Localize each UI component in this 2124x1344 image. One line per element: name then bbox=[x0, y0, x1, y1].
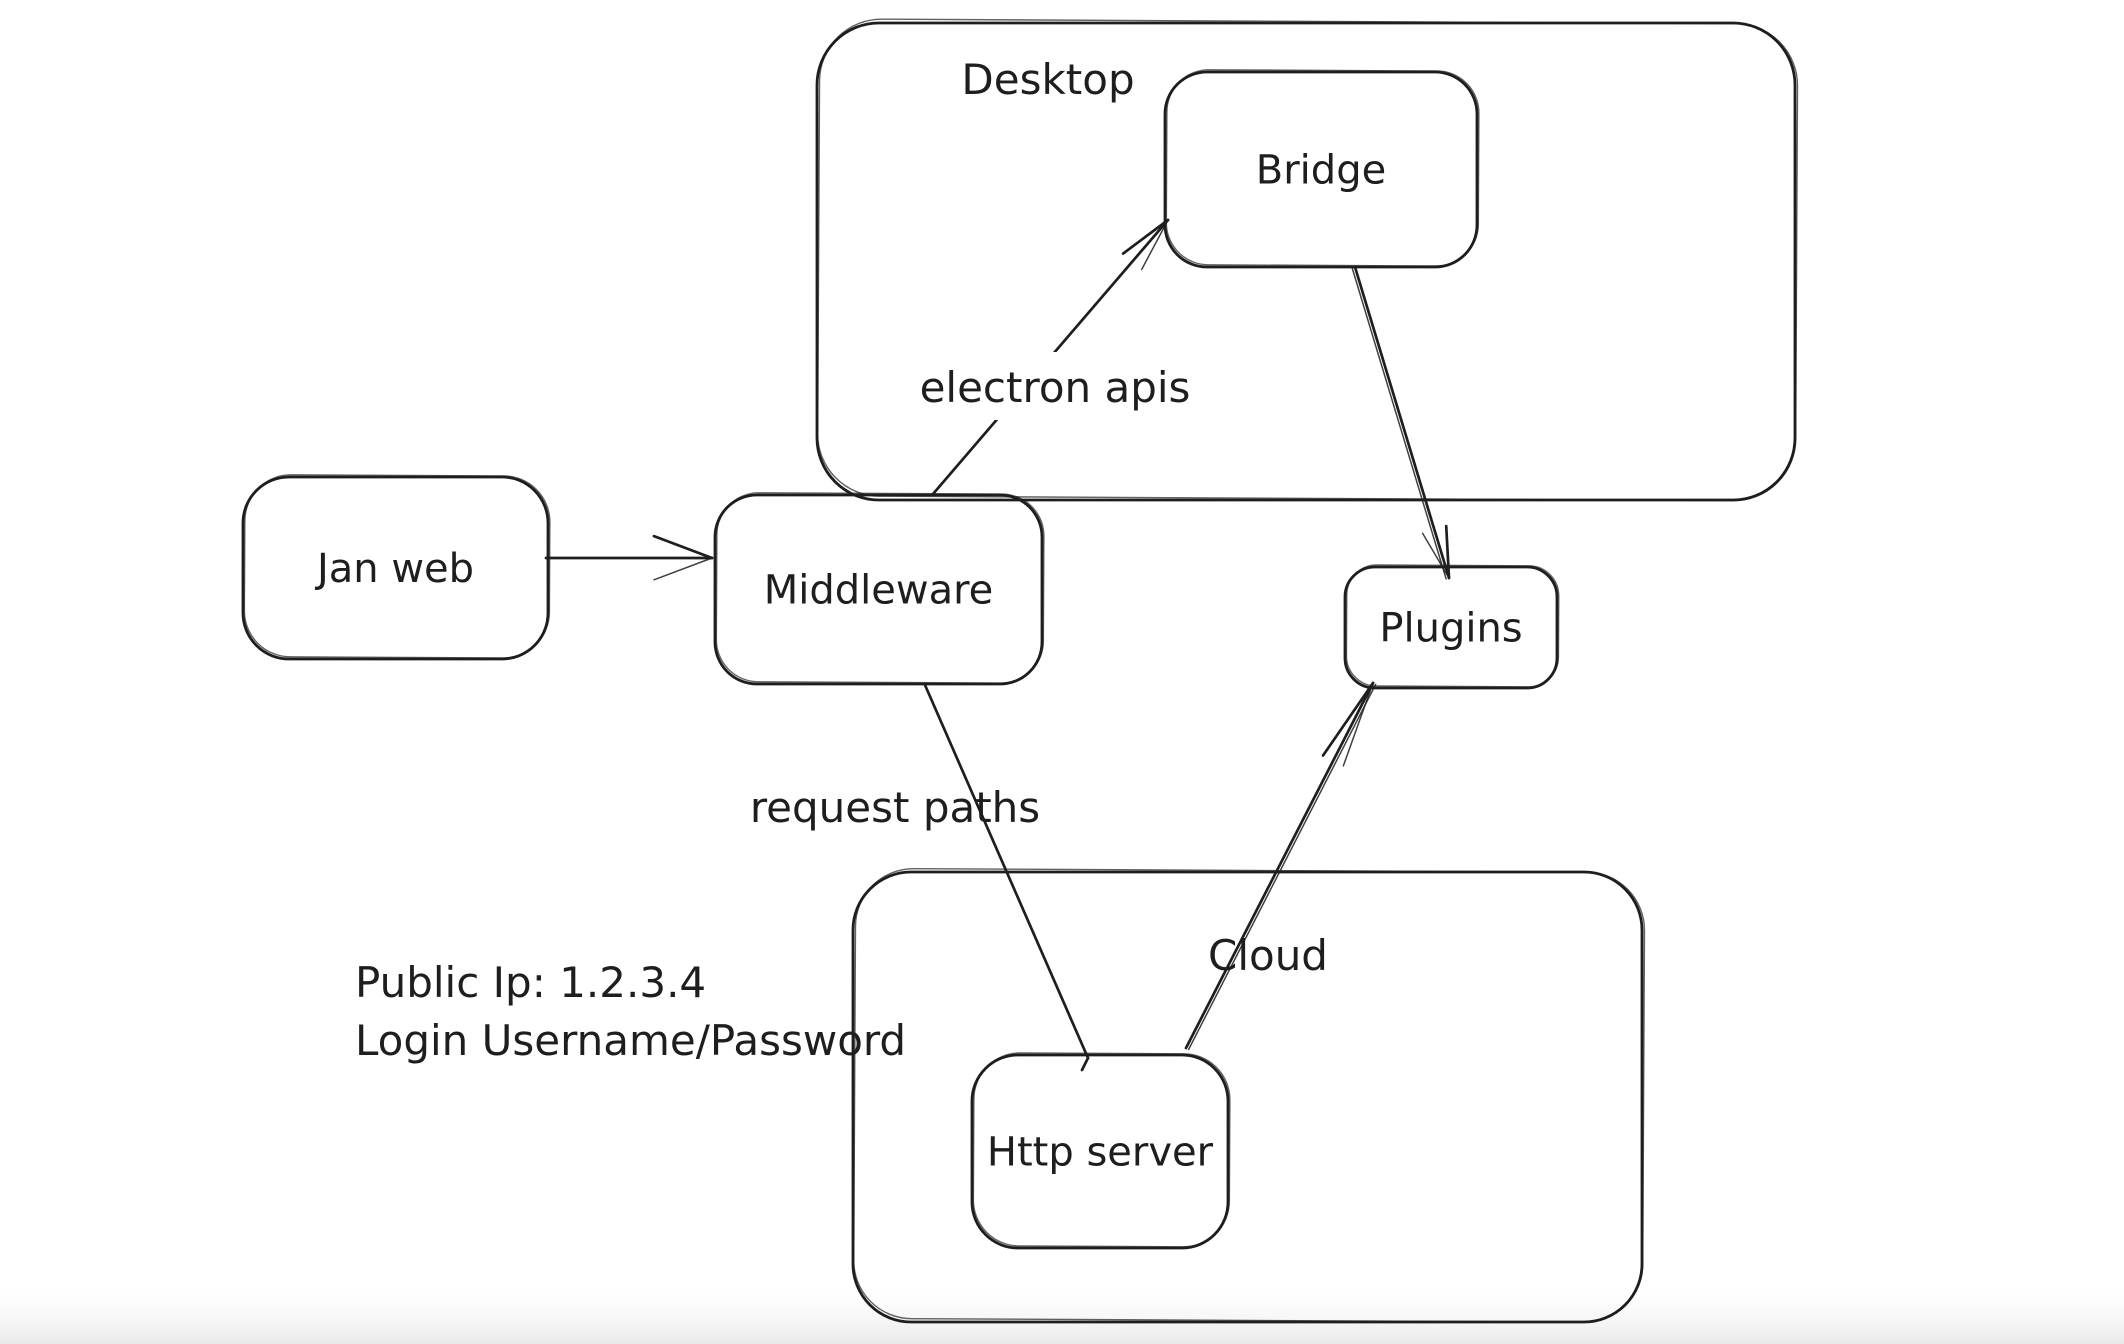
container-desktop[interactable]: Desktop bbox=[815, 18, 1799, 502]
node-plugins[interactable]: Plugins bbox=[1343, 564, 1560, 690]
edge-label-bg bbox=[918, 352, 1192, 420]
node-http-server-label: Http server bbox=[987, 1130, 1214, 1176]
edge-line-sketch bbox=[1351, 267, 1447, 580]
shape-outline-sketch bbox=[1345, 564, 1560, 688]
note-line-1[interactable]: Public Ip: 1.2.3.4 bbox=[355, 958, 706, 1007]
edge-bridge-to-plugins[interactable] bbox=[1351, 265, 1451, 580]
labels-layer: electron apis bbox=[918, 352, 1192, 420]
shape-outline bbox=[815, 21, 1797, 502]
container-desktop-label: Desktop bbox=[961, 55, 1134, 104]
node-jan-web-label: Jan web bbox=[314, 546, 474, 592]
node-http-server[interactable]: Http server bbox=[970, 1052, 1231, 1250]
shape-outline-sketch bbox=[715, 492, 1045, 684]
edges-layer bbox=[544, 218, 1451, 1072]
edge-label-request-paths[interactable]: request paths bbox=[750, 783, 1040, 832]
edge-line bbox=[923, 683, 1090, 1060]
arrowhead-barb bbox=[1444, 524, 1451, 580]
edge-httpserver-to-plugins[interactable] bbox=[1184, 681, 1377, 1051]
shape-outline-sketch bbox=[853, 867, 1646, 1323]
edge-middleware-to-httpserver[interactable] bbox=[923, 683, 1090, 1072]
arrowhead-barb bbox=[1140, 219, 1169, 271]
arrowhead-barb bbox=[1421, 532, 1450, 579]
container-cloud[interactable]: Cloud bbox=[851, 867, 1646, 1324]
edge-end-stub bbox=[1080, 1056, 1090, 1072]
shape-outline bbox=[241, 475, 550, 661]
note-line-2[interactable]: Login Username/Password bbox=[355, 1016, 906, 1065]
shape-outline bbox=[1163, 70, 1479, 269]
edge-line bbox=[1353, 265, 1451, 580]
shape-outline-sketch bbox=[243, 474, 551, 659]
node-bridge[interactable]: Bridge bbox=[1163, 69, 1480, 269]
arrowhead-barb bbox=[653, 557, 713, 581]
arrowhead-barb bbox=[1321, 681, 1375, 757]
shape-outline bbox=[713, 493, 1044, 686]
arrowhead-barb bbox=[1121, 218, 1170, 255]
shape-outline-sketch bbox=[972, 1052, 1231, 1248]
edge-label-electron-apis[interactable]: electron apis bbox=[918, 352, 1192, 420]
shape-outline bbox=[970, 1053, 1230, 1250]
shape-outline-sketch bbox=[1165, 69, 1480, 267]
node-bridge-label: Bridge bbox=[1256, 148, 1386, 194]
node-jan-web[interactable]: Jan web bbox=[241, 474, 551, 661]
edge-label-request-paths-text: request paths bbox=[750, 783, 1040, 832]
edge-janweb-to-middleware[interactable] bbox=[544, 534, 714, 581]
bottom-fade-strip bbox=[0, 1278, 2124, 1344]
node-middleware[interactable]: Middleware bbox=[713, 492, 1045, 686]
edge-line bbox=[1184, 681, 1375, 1050]
node-plugins-label: Plugins bbox=[1379, 606, 1522, 652]
arrowhead-barb bbox=[652, 534, 714, 560]
edge-line-sketch bbox=[1187, 683, 1377, 1051]
node-middleware-label: Middleware bbox=[764, 568, 994, 614]
shape-outline bbox=[1343, 565, 1559, 690]
shape-outline-sketch bbox=[816, 18, 1799, 502]
shape-outline bbox=[851, 870, 1644, 1324]
edge-label-electron-apis-text: electron apis bbox=[920, 363, 1191, 412]
arrowhead-barb bbox=[1342, 682, 1374, 767]
